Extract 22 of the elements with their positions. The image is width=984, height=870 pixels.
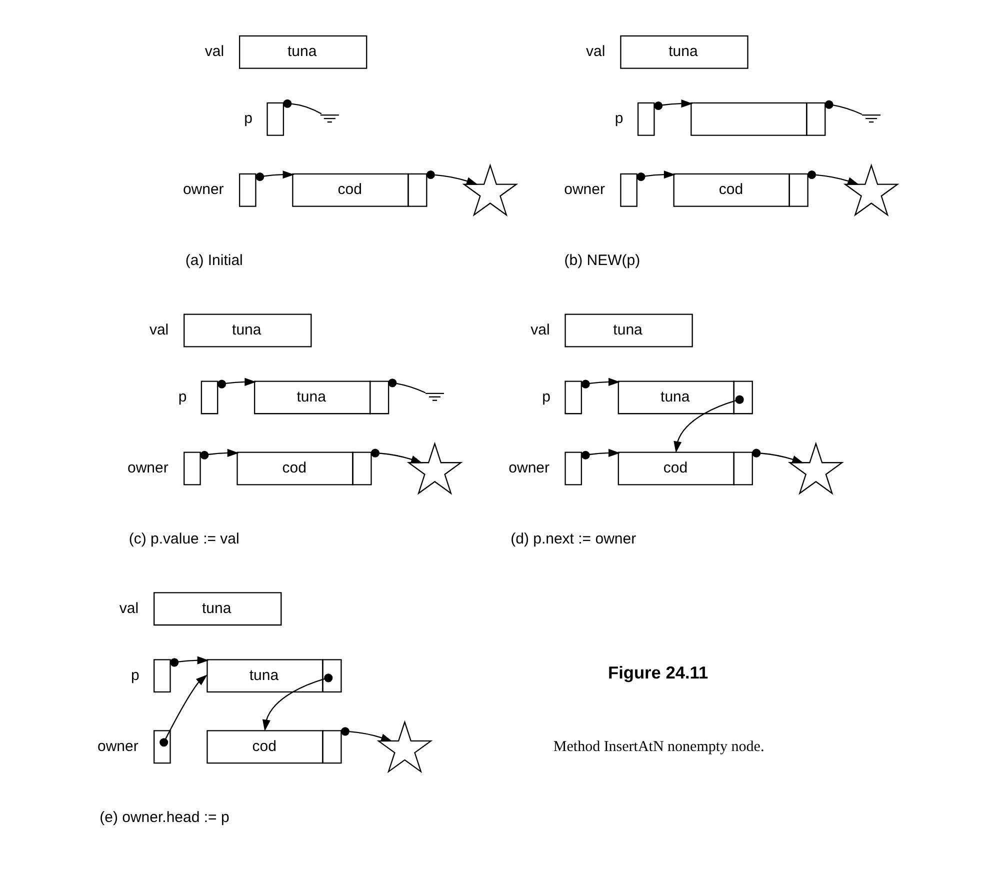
node-label: val [586,43,605,60]
label: Figure 24.11 [608,662,708,683]
label: Method InsertAtN nonempty node. [552,738,764,755]
node-label: p [244,110,252,128]
node-label: p [130,666,139,684]
node-label: owner [96,738,138,755]
label: (b) NEW(p) [564,252,640,270]
node-label: p [178,388,186,406]
label: (c) p.value := val [128,530,239,548]
node-label: p [542,388,550,406]
node-label: val [148,321,168,338]
label: (d) p.next := owner [510,530,636,548]
node-label: owner [182,181,224,198]
node-label: val [118,600,138,617]
node-label: owner [127,459,168,476]
node-label: owner [564,181,604,198]
node-label: val [530,321,550,338]
node-label: val [204,43,224,60]
node-label: owner [508,459,550,476]
label: (e) owner.head := p [99,808,229,826]
node-label: p [614,110,623,128]
label: (a) Initial [184,252,242,270]
